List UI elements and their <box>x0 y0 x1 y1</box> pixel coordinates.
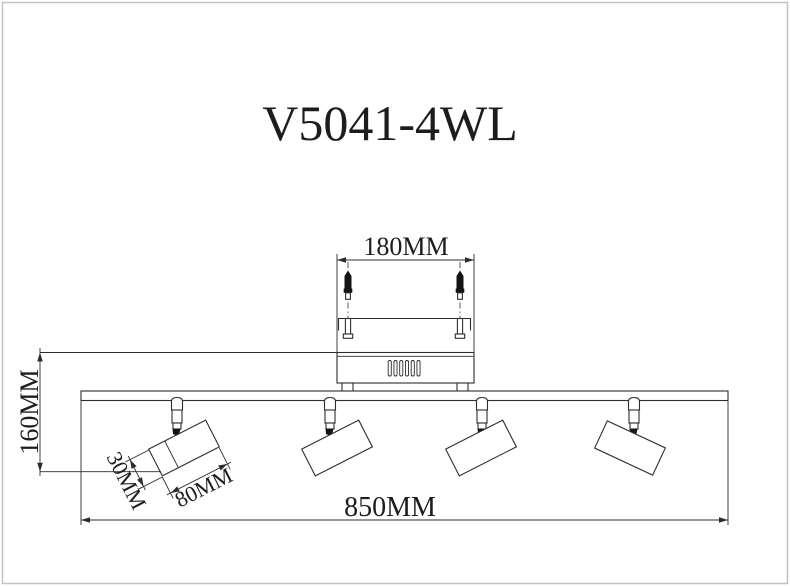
dim-bar-length-label: 850MM <box>344 492 436 523</box>
mounting-screw-left <box>342 262 354 339</box>
vent-slot <box>410 360 415 377</box>
stem-cap <box>170 396 184 411</box>
dim-ext-line <box>218 447 231 470</box>
mounting-bracket <box>337 317 472 331</box>
vent-slot <box>399 360 404 377</box>
arrowhead-right <box>719 517 728 523</box>
stem-body <box>476 409 488 424</box>
vent-slot <box>416 360 421 377</box>
screw-rod <box>344 317 352 335</box>
spot-head <box>147 419 221 477</box>
dim-head-width-label: 30MM <box>102 448 152 514</box>
arrowhead <box>218 463 228 471</box>
stem-body <box>628 409 640 424</box>
canopy-foot-left <box>341 382 354 393</box>
stem-cap <box>323 396 337 411</box>
canopy-foot-right <box>456 382 469 393</box>
dim-canopy-width-label: 180MM <box>363 232 448 261</box>
stem-tip <box>325 422 335 430</box>
arrowhead-left <box>337 257 346 263</box>
vent-slot <box>387 360 392 377</box>
spotlight-2 <box>300 396 374 477</box>
canopy <box>336 351 475 393</box>
screw-head <box>456 270 464 289</box>
spot-head <box>593 420 667 476</box>
stem-body <box>324 409 336 424</box>
spot-head <box>300 419 374 477</box>
arrowhead-down <box>37 462 43 472</box>
screw-washer <box>343 288 353 293</box>
screw-base <box>454 333 466 339</box>
dim-bar-length: 850MM <box>80 400 729 525</box>
spot-head-seam <box>164 440 179 468</box>
stem-tip <box>629 422 639 430</box>
spotlight-3 <box>444 396 518 477</box>
canopy-vent-slots <box>387 360 421 377</box>
arrowhead-left <box>81 517 90 523</box>
dim-ext-line <box>125 449 149 463</box>
stem-cap <box>475 396 489 411</box>
arrowhead-up <box>37 352 43 362</box>
arrowhead <box>137 477 144 487</box>
spotlight-1 <box>147 396 221 477</box>
vent-slot <box>393 360 398 377</box>
screw-shaft <box>345 292 351 300</box>
dim-ext-line <box>138 476 163 490</box>
stem-tip <box>477 422 487 430</box>
arrowhead <box>170 486 180 493</box>
arrowhead-right <box>465 257 474 263</box>
screw-rod <box>456 317 464 335</box>
stem-tip <box>172 422 182 430</box>
screw-head <box>344 270 352 289</box>
arrowhead <box>130 459 137 469</box>
product-model-title: V5041-4WL <box>262 95 518 151</box>
screw-shaft <box>457 292 463 300</box>
dim-fixture-height-label: 160MM <box>15 369 44 454</box>
screw-washer <box>455 288 465 293</box>
stem-cap <box>627 396 641 411</box>
stem-body <box>171 409 183 424</box>
dim-canopy-width: 180MM <box>336 232 475 353</box>
mounting-rail <box>80 390 729 402</box>
dim-fixture-height: 160MM <box>15 348 337 476</box>
screw-base <box>342 333 354 339</box>
spot-head <box>444 419 518 477</box>
spotlight-4 <box>593 396 667 476</box>
vent-slot <box>405 360 410 377</box>
dim-head-length-label: 80MM <box>171 462 237 512</box>
dim-ext-line <box>161 476 174 499</box>
mounting-screw-right <box>454 262 466 339</box>
